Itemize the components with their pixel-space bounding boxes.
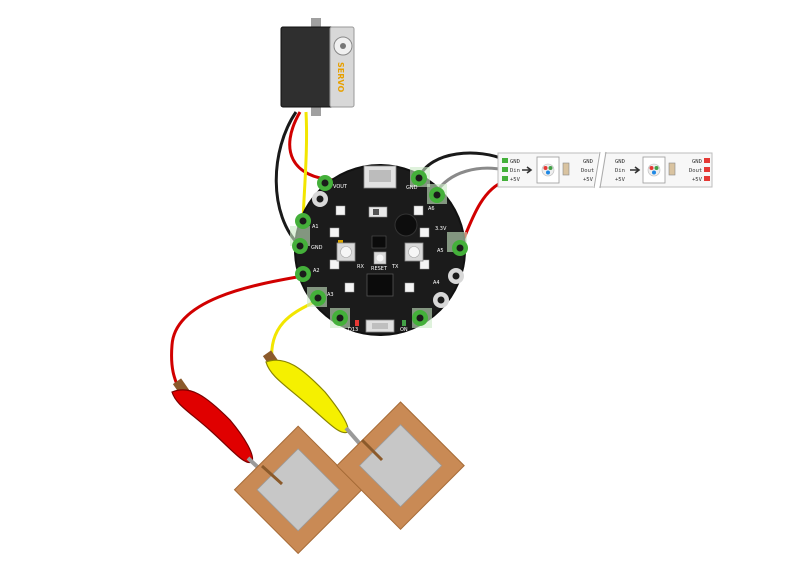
servo-label: SERVO	[336, 62, 345, 92]
servo-ground-wire	[274, 111, 302, 248]
pad-label-a6: A6	[428, 206, 435, 212]
d13-label: D13	[348, 327, 358, 333]
strip-mid-in-label-gnd: GND	[615, 159, 625, 165]
pad-label-a5: A5	[437, 248, 444, 254]
pad-label-gnd-left: GND	[311, 245, 323, 251]
left-button	[336, 242, 356, 262]
pad-label-a1: A1	[312, 224, 319, 230]
led-strip: GND Din +5V GND Dout +5V GND Din +5V	[497, 151, 713, 189]
strip-out-label-dout: Dout	[689, 168, 702, 174]
arrow-icon	[522, 166, 533, 174]
on-label: ON	[400, 327, 408, 333]
touch-wire-red	[170, 274, 304, 393]
strip-in-label-gnd: GND	[510, 159, 520, 165]
pad-label-3v3: 3.3V	[435, 226, 447, 232]
strip-in-label-5v: +5V	[510, 177, 521, 183]
led-pixel	[642, 156, 666, 184]
strip-mid-label-gnd: GND	[583, 159, 593, 165]
copper-foil-pad-right	[336, 401, 465, 530]
strip-out-label-gnd: GND	[692, 159, 702, 165]
copper-foil-pad-left	[233, 425, 363, 555]
led-pixel	[536, 156, 560, 184]
strip-mid-label-5v: +5V	[583, 177, 594, 183]
tx-label: TX	[391, 264, 399, 270]
pad-label-gnd-top: GND	[406, 185, 418, 191]
reset-button	[373, 251, 387, 265]
circuit-board: VOUT A1 GND A2 A3 A4 A5 A6 GND 3.3V	[290, 164, 468, 336]
right-button	[404, 242, 424, 262]
reset-label: RESET	[371, 266, 388, 272]
neopixel-ring	[329, 205, 430, 293]
servo-power-wire	[288, 111, 336, 182]
arrow-icon	[630, 166, 641, 174]
strip-out-label-5v: +5V	[692, 177, 703, 183]
strip-in-label-din: Din	[510, 168, 520, 174]
board-pads	[292, 170, 468, 326]
pad-label-a2: A2	[313, 268, 320, 274]
touch-wire-yellow	[270, 298, 319, 363]
pad-label-a3: A3	[327, 292, 334, 298]
speaker	[394, 213, 418, 237]
pad-label-vout: VOUT	[333, 184, 348, 190]
microcontroller	[366, 273, 394, 297]
small-chip	[371, 235, 387, 249]
servo-signal-wire	[301, 111, 309, 223]
pad-label-a4: A4	[433, 280, 440, 286]
servo-motor: SERVO	[280, 18, 355, 116]
strip-mid-in-label-din: Din	[615, 168, 625, 174]
rx-label: RX	[357, 264, 364, 270]
strip-mid-label-dout: Dout	[581, 168, 594, 174]
strip-mid-in-label-5v: +5V	[615, 177, 626, 183]
strip-ground-wire	[417, 151, 506, 179]
